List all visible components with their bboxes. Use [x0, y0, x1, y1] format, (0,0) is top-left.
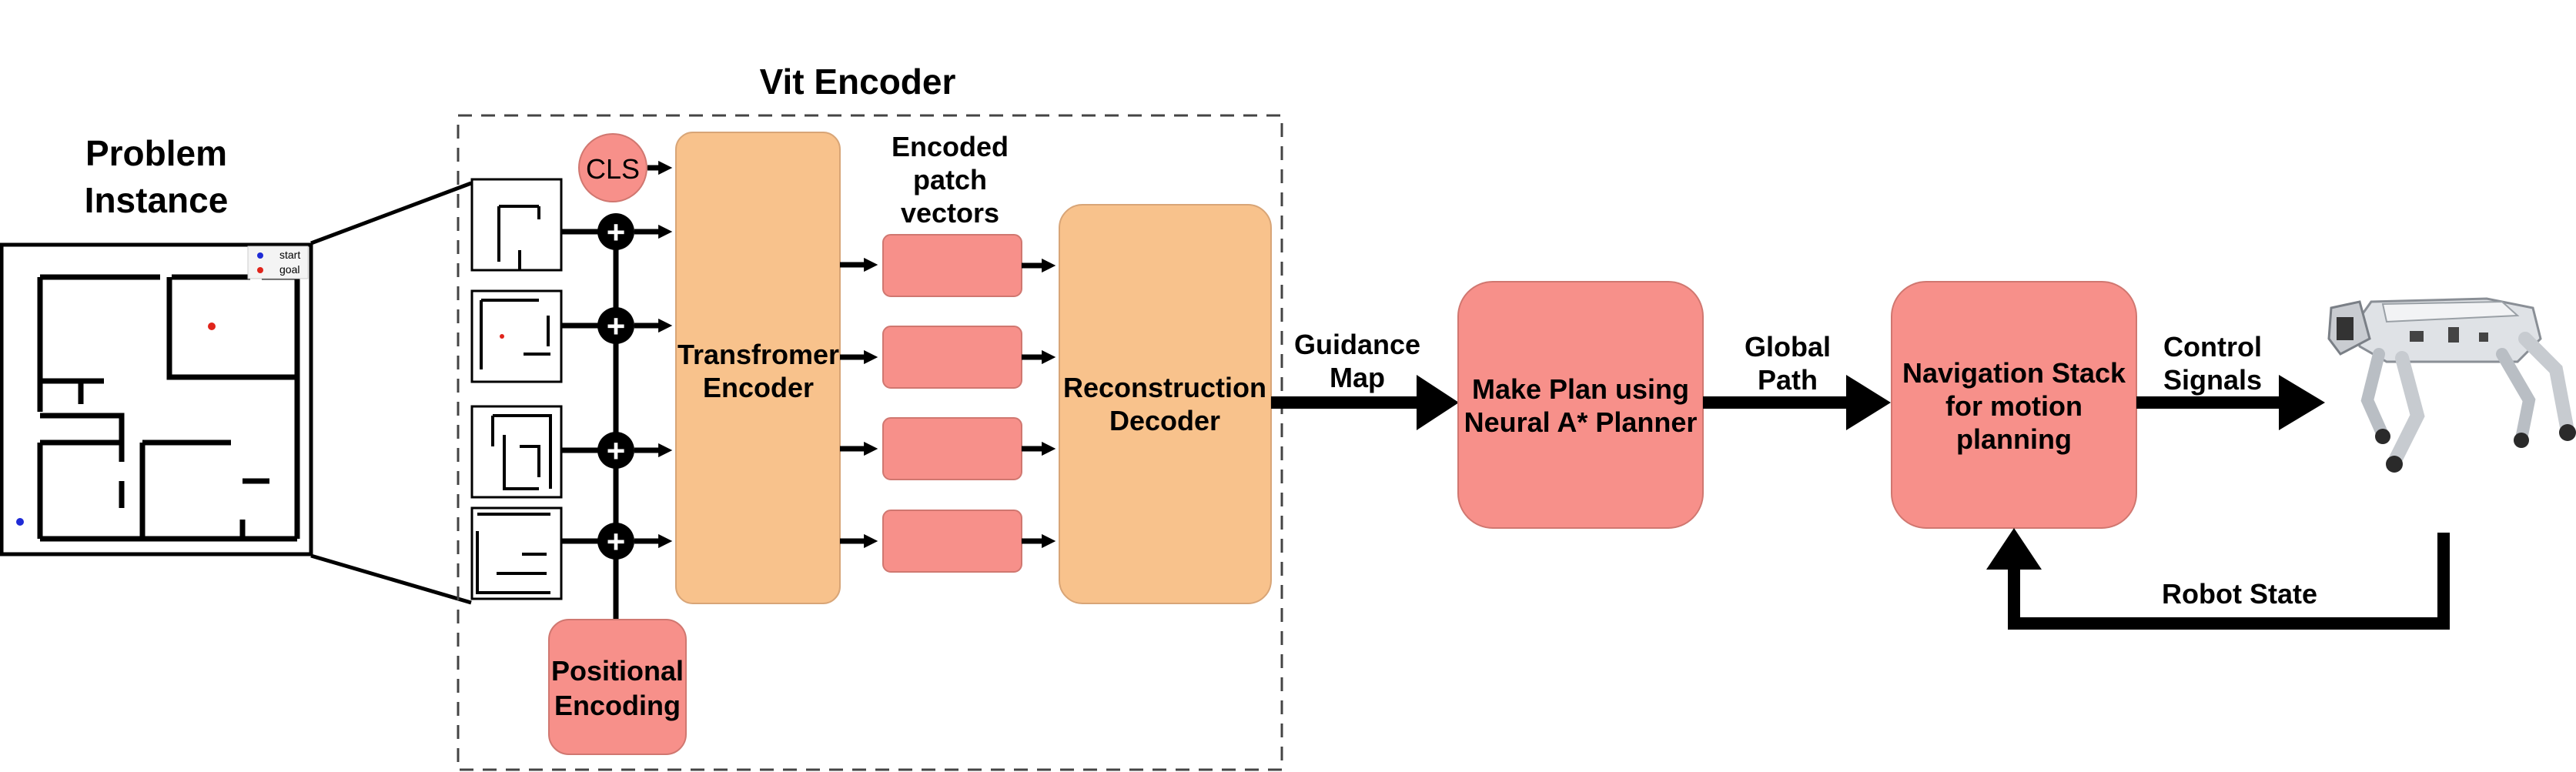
- transformer-encoder-box: [675, 132, 841, 604]
- svg-text:+: +: [607, 433, 626, 469]
- transformer-encoder-label-2: Encoder: [703, 372, 814, 403]
- problem-instance-label-2: Instance: [85, 180, 229, 220]
- encoded-patch-label-1: Encoded: [892, 131, 1009, 162]
- global-path-label-1: Global: [1745, 331, 1831, 363]
- robot-state-feedback-arrow: [1986, 528, 2450, 630]
- encoded-vector-2: [882, 326, 1022, 389]
- control-signals-label-2: Signals: [2163, 364, 2262, 396]
- robot-state-label: Robot State: [2162, 578, 2317, 610]
- patch-2: [470, 289, 563, 383]
- reconstruction-decoder-label-2: Decoder: [1109, 405, 1220, 436]
- svg-text:CLS: CLS: [586, 153, 640, 185]
- guidance-map-label-2: Map: [1330, 362, 1385, 393]
- patch-1: [470, 178, 563, 272]
- encoded-patch-label-3: vectors: [901, 197, 999, 229]
- problem-instance-label-1: Problem: [85, 133, 227, 173]
- vit-encoder-title: Vit Encoder: [760, 62, 956, 102]
- planner-label-1: Make Plan using: [1472, 373, 1689, 405]
- nav-stack-label-1: Navigation Stack: [1902, 357, 2126, 389]
- plus-circle-3: +: [597, 432, 634, 469]
- encoded-vector-4: [882, 510, 1022, 573]
- quadruped-robot-image: [2327, 297, 2576, 473]
- patch-3: [470, 405, 563, 499]
- legend-goal-label: goal: [279, 263, 299, 276]
- encoder-input-arrows: [634, 160, 673, 549]
- reconstruction-decoder-label-1: Reconstruction: [1063, 372, 1266, 403]
- problem-instance-map: start goal: [0, 242, 313, 556]
- reconstruction-decoder-box: [1059, 204, 1272, 604]
- cls-token: CLS: [578, 133, 647, 202]
- zoom-line-top: [310, 181, 472, 246]
- nav-stack-label-3: planning: [1956, 423, 2072, 455]
- plus-circle-4: +: [597, 523, 634, 560]
- svg-text:+: +: [607, 523, 626, 560]
- decoder-input-arrows: [1022, 258, 1056, 549]
- positional-encoding-label-1: Positional: [551, 655, 684, 687]
- start-marker: [16, 518, 24, 526]
- transformer-encoder-label-1: Transfromer: [677, 339, 839, 370]
- legend-start-label: start: [279, 249, 300, 261]
- nav-stack-label-2: for motion: [1945, 390, 2083, 422]
- positional-encoding-box: [548, 619, 687, 755]
- planner-label-2: Neural A* Planner: [1464, 406, 1698, 438]
- control-signals-label-1: Control: [2163, 331, 2262, 363]
- guidance-map-arrow: [1271, 375, 1459, 430]
- positional-encoding-label-2: Encoding: [554, 690, 681, 721]
- vector-input-arrows: [840, 257, 878, 549]
- global-path-label-2: Path: [1758, 364, 1818, 396]
- encoded-patch-label-2: patch: [913, 164, 987, 196]
- encoded-vector-3: [882, 417, 1022, 480]
- zoom-line-bottom: [310, 553, 472, 605]
- patch-connectors: [561, 229, 601, 544]
- encoded-vector-1: [882, 234, 1022, 297]
- guidance-map-label-1: Guidance: [1294, 329, 1420, 360]
- svg-text:+: +: [607, 308, 626, 344]
- global-path-arrow: [1703, 375, 1891, 430]
- plus-circle-2: +: [597, 307, 634, 344]
- plus-circle-1: +: [597, 213, 634, 250]
- neural-astar-planner-box: [1457, 281, 1704, 529]
- control-signals-arrow: [2136, 375, 2325, 430]
- goal-marker: [208, 323, 216, 330]
- patch-4: [470, 506, 563, 600]
- svg-text:+: +: [607, 214, 626, 250]
